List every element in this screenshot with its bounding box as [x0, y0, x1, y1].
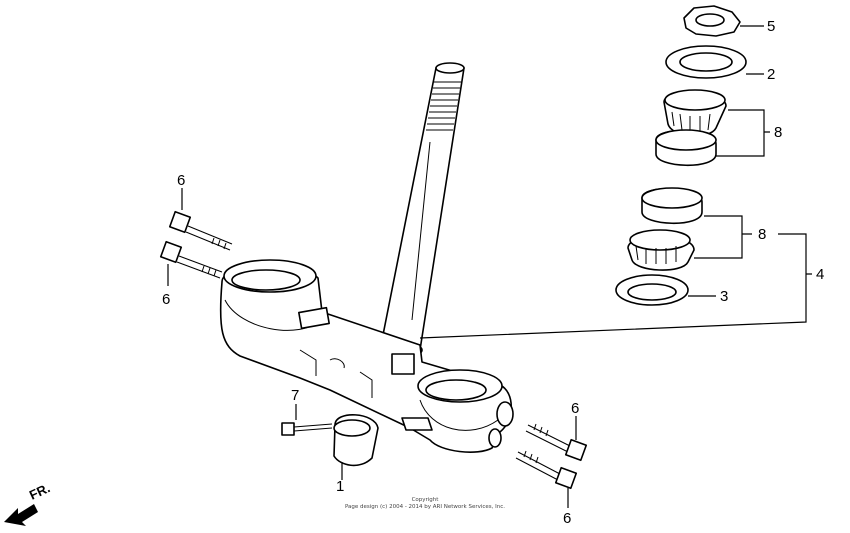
steering-stem-shaft [373, 62, 465, 359]
bottom-bridge [219, 259, 514, 453]
leader-lines [167, 25, 812, 508]
front-direction-label: FR. [27, 480, 52, 502]
callout-3: 3 [720, 288, 728, 305]
callout-1: 1 [336, 478, 344, 495]
bolt-6-upper-left-b [159, 240, 223, 279]
bolt-6-lower-right-b [515, 450, 578, 490]
callout-6-lower-a: 6 [571, 400, 579, 417]
clamp-part [333, 414, 379, 467]
front-arrow-icon [4, 504, 38, 526]
upper-race-8 [655, 129, 717, 167]
copyright-notice: Copyright Page design (c) 2004 - 2014 by… [300, 497, 550, 511]
callout-6-lower-b: 6 [563, 510, 571, 527]
copyright-text: Page design (c) 2004 - 2014 by ARI Netwo… [344, 504, 506, 510]
copyright-title: Copyright [411, 497, 439, 503]
bolt-7 [281, 422, 333, 436]
callout-8-upper: 8 [774, 124, 782, 141]
callout-8-lower: 8 [758, 226, 766, 243]
callout-5: 5 [767, 18, 775, 35]
callout-7: 7 [291, 387, 299, 404]
dust-seal-3 [615, 274, 689, 306]
callout-6-upper-a: 6 [177, 172, 185, 189]
lower-bearing-8 [627, 229, 695, 271]
bolt-6-lower-right-a [525, 423, 588, 462]
bolt-6-upper-left-a [168, 210, 233, 251]
callout-6-upper-b: 6 [162, 291, 170, 308]
lock-nut-5 [683, 5, 741, 37]
dust-seal-2 [665, 45, 747, 79]
callout-4: 4 [816, 266, 824, 283]
upper-bearing-8 [663, 89, 727, 137]
lower-race-8 [641, 187, 703, 225]
callout-2: 2 [767, 66, 775, 83]
